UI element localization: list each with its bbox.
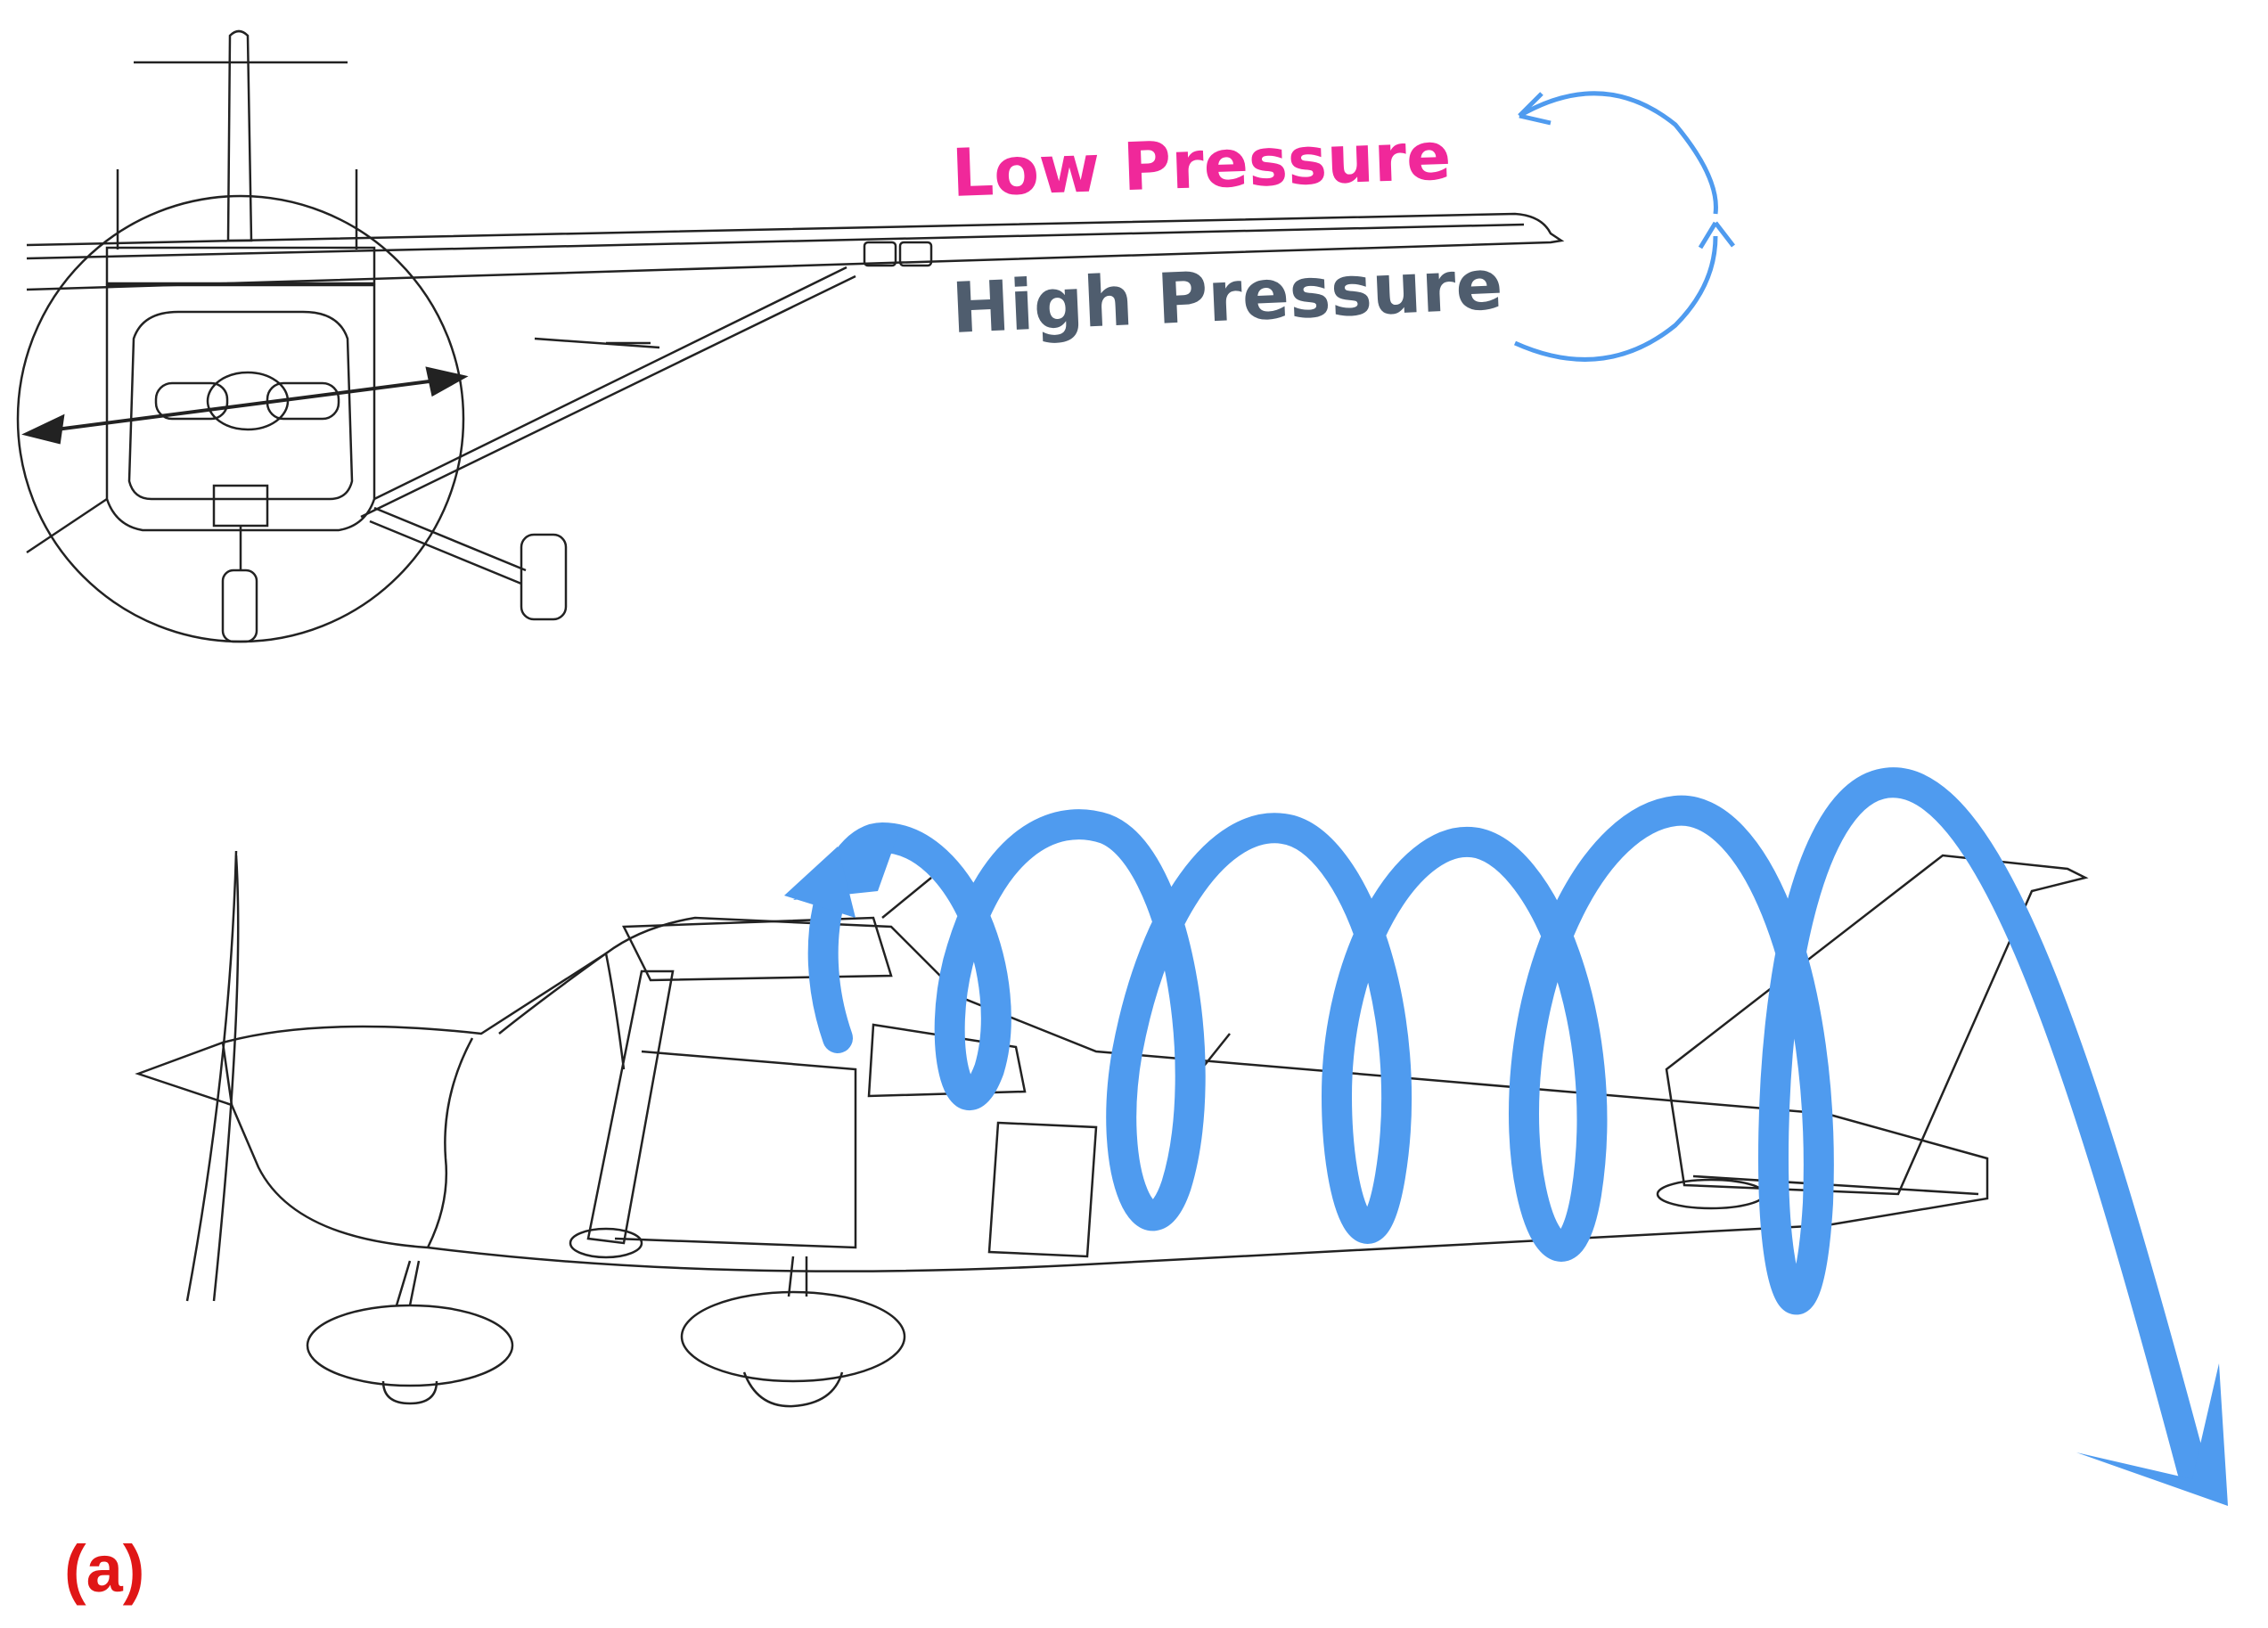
spinner [135,1041,233,1107]
propeller-blade [185,850,238,1302]
vortex-arrowhead-end [2076,1363,2228,1506]
wing-strut-side [586,969,675,1245]
fuselage [222,916,1989,1272]
wing [26,212,1565,291]
panel-label: (a) [64,1532,145,1606]
main-wheel [520,533,568,621]
fuselage-front [105,283,376,532]
nose-wheel-side [680,1290,906,1383]
nose-wheel [221,569,258,643]
wingtip-vortex-helix [807,767,2207,1485]
main-wheel-side [306,1304,514,1387]
wingtip-rotation-arrow [1513,91,1735,362]
wing-strut [373,266,847,501]
wing-side [622,916,893,982]
propeller-rotation-arrow [35,377,451,434]
vertical-tail [1665,854,2089,1196]
vertical-fin [226,29,253,242]
